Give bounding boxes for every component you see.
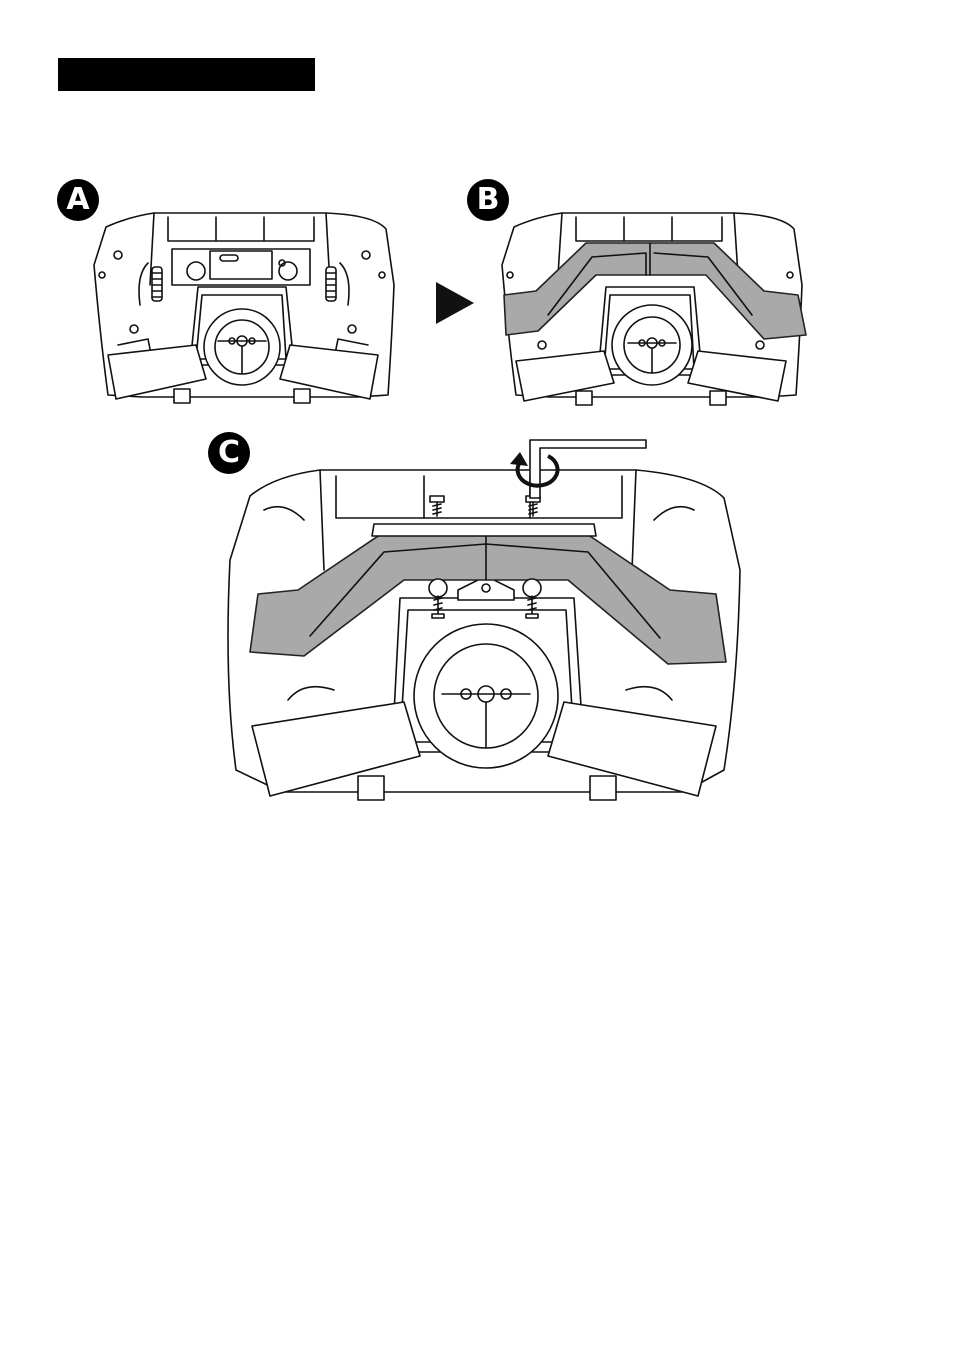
wheel-base-illustration-a — [88, 205, 408, 410]
wheel-base-illustration-b — [496, 205, 816, 410]
right-triangle-arrow-icon — [434, 280, 476, 326]
wheel-base-illustration-c — [224, 440, 734, 810]
step-a-label: A — [66, 182, 89, 217]
rotate-arrow-icon — [506, 446, 566, 494]
section-title-bar — [58, 58, 315, 91]
